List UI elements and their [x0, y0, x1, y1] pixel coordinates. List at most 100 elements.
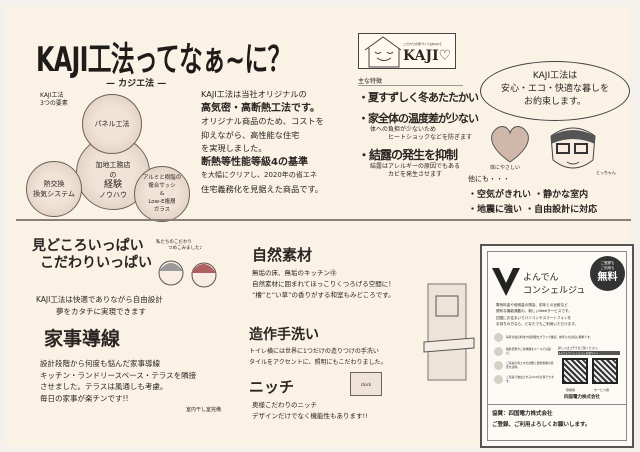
yonden-concierge-ad: よんでんコンシェルジュ ご登録もご利用も無料 電気料金や使用量の照会、前年との比…: [480, 244, 634, 448]
circle-ventilation: 熱交換換気システム: [26, 161, 82, 217]
others-row: ・空気がきれい ・静かな室内: [468, 187, 588, 200]
washbasin-illustration-icon: [423, 283, 475, 381]
features-label: 主な特徴: [358, 76, 463, 86]
eco-icon: [494, 360, 503, 370]
heart-icon: [491, 125, 529, 163]
circle-text: Low-E複層: [148, 199, 176, 205]
circle-text: パネル工法: [94, 120, 130, 128]
washbasin-line: タイルをアクセントに、照明にもこだわりました。: [249, 359, 387, 366]
housework-heading: 家事導線: [44, 328, 121, 350]
housework-line: 設計段階から何度も悩んだ家事導線: [40, 359, 160, 368]
ad-description: 電気料金や使用量の照会、前年との比較など便利な機能満載の、新しいWebサービスで…: [496, 302, 578, 327]
intro-line: を実現しました。: [201, 143, 267, 153]
housework-line: させました。テラスは風通しも考慮。: [40, 382, 168, 391]
circle-text: 換気システム: [33, 190, 75, 198]
couple-illustration-icon: [158, 260, 217, 288]
others-item: ・自由設計に対応: [525, 205, 598, 215]
qr-header: 詳しくはコチラをご覧ください。: [558, 346, 600, 350]
subtitle: — カジエ法 —: [106, 79, 167, 89]
elements-label-line: KAJI工法: [40, 92, 64, 99]
clock-label: clock: [360, 382, 372, 387]
natural-line: “檜”と“い草”の香りがする和室もみどころです。: [252, 291, 395, 299]
free-badge: ご登録もご利用も無料: [590, 256, 625, 291]
intro-line: KAJI工法は当社オリジナルの: [201, 89, 307, 99]
ad-brand-line: よんでん: [523, 273, 559, 283]
circle-text: 経験: [103, 180, 122, 190]
page-title: KAJI工法ってなぁ~に？: [36, 40, 291, 80]
washbasin-text: トイレ横には世界に1つだけの造りつけの手洗いタイルをアクセントに、照明にもこだわ…: [249, 346, 387, 368]
ad-divider: [488, 404, 626, 405]
section-divider: [16, 219, 631, 221]
feature-item: ・家全体の温度差が少ない: [358, 112, 479, 125]
highlights-heading: 見どころいっぱいこだわりいっぱい: [32, 238, 152, 272]
ad-desc-line: お持ちの方なら、どなたでもご利用いただけます。: [496, 321, 579, 326]
natural-heading: 自然素材: [252, 246, 313, 264]
niche-text: 奥様こだわりのニッチデザインだけでなく機能性もあります!!: [252, 400, 368, 422]
logo-tagline: こだわりの家づくりはKAJIで: [403, 42, 442, 46]
ad-company: 四国電力株式会社: [564, 395, 600, 400]
niche-line: デザインだけでなく機能性もあります!!: [252, 412, 368, 420]
highlights-caption: 私たちのこだわりつめこみました♪: [156, 240, 202, 252]
intro-line: 高気密・高断熱工法です。: [201, 102, 320, 114]
washbasin-heading: 造作手洗い: [249, 327, 319, 343]
natural-line: 無垢の床、無垢のキッチン㊥: [252, 269, 337, 277]
ad-feature-text: ご家庭の省エネの診断と節約金額の目安を試算。: [506, 361, 554, 369]
housework-line: 毎日の家事が楽チンです!!: [40, 393, 129, 403]
ad-feature-list: 毎月の電気料金や使用量をグラフで確認。前年との比較も簡単です。 検針結果やご請求…: [494, 330, 624, 386]
ad-feature: 検針結果やご請求額をメールでお届け。: [494, 344, 554, 358]
feature-item: ・夏すずしく冬あたたかい: [358, 91, 479, 104]
speech-bubble: KAJI工法は安心・エコ・快適な暮しをお約束します。: [480, 61, 630, 121]
ad-feature: ご家庭で放出されるCO2の計算できます。: [494, 372, 554, 386]
ad-feature-text: 検針結果やご請求額をメールでお届け。: [506, 347, 551, 355]
heading-line: こだわりいっぱい: [40, 255, 152, 271]
heading-line: 見どころいっぱい: [32, 238, 144, 254]
intro-line: を大幅にクリアし、2020年の省エネ: [201, 171, 317, 179]
character-name: とっちゃん: [596, 170, 616, 175]
highlights-text: 夢をカタチに実現できます: [56, 307, 146, 316]
character-face-icon: [550, 127, 596, 169]
feature-item: ・結露の発生を抑制: [358, 148, 458, 162]
caption-line: 私たちのこだわり: [156, 240, 192, 245]
house-face-icon: [364, 36, 402, 68]
elements-label-line: 3つの要素: [40, 100, 68, 107]
graph-icon: [494, 332, 503, 342]
ad-feature-text: ご家庭で放出されるCO2の計算できます。: [506, 375, 554, 383]
circle-sash: アルミと樹脂の複合サッシ&Low-E複層ガラス: [134, 166, 190, 222]
co2-icon: [494, 374, 503, 384]
circle-text: 熱交換: [43, 180, 65, 188]
subtitle-text: カジエ法: [118, 79, 155, 89]
feature-note: カビを発生させます: [388, 171, 443, 178]
qr-code-service[interactable]: [592, 358, 618, 384]
bubble-line: KAJI工法は: [532, 71, 578, 81]
qr-label: サービス用: [594, 388, 610, 392]
ad-desc-line: 便利な機能満載の、新しいWebサービスです。: [496, 309, 572, 314]
bubble-line: お約束します。: [523, 97, 587, 107]
washbasin-line: トイレ横には世界に1つだけの造りつけの手洗い: [249, 348, 379, 355]
ad-desc-line: 電気料金や使用量の照会、前年との比較など: [496, 303, 568, 307]
qr-code-registration[interactable]: [562, 358, 588, 384]
circle-text: の: [109, 171, 117, 179]
ad-brand-line: コンシェルジュ: [523, 286, 586, 296]
laundry-caption: 室内干し室完備: [186, 407, 222, 413]
niche-illustration: clock: [350, 372, 382, 396]
features: 主な特徴 ・夏すずしく冬あたたかい ・家全体の温度差が少ない 体への負担が少ない…: [358, 76, 479, 179]
others-item: ・静かな室内: [534, 190, 589, 200]
feature-note: 結露はアレルギーの原因でもある: [370, 163, 461, 170]
housework-line: キッチン・ランドリースペース・テラスを隣接: [40, 370, 197, 380]
qr-subheader: よんでんコンシェルジュ 新規サイト: [558, 351, 620, 355]
caption-line: つめこみました♪: [168, 246, 203, 251]
intro-line: 断熱等性能等級4の基準: [201, 156, 308, 168]
circle-text: &: [159, 191, 165, 197]
natural-text: 無垢の床、無垢のキッチン㊥自然素材に囲まれてほっこりくつろげる空間に！“檜”と“…: [252, 268, 395, 301]
feature-note: ヒートショックなどを防ぎます: [388, 134, 473, 141]
highlights-text: KAJI工法は快適でありながら自由設計: [36, 295, 163, 304]
bubble-line: 安心・エコ・快適な暮しを: [500, 84, 609, 94]
badge-line: ご利用も: [600, 266, 615, 270]
ad-desc-line: 四国にお住まいでパソコンやスマートフォンを: [496, 315, 572, 320]
badge-line: ご登録も: [600, 261, 615, 265]
heart-caption: 体にやさしい: [490, 165, 521, 171]
circle-text: 複合サッシ: [148, 183, 176, 189]
housework-text: 設計段階から何度も悩んだ家事導線 キッチン・ランドリースペース・テラスを隣接 さ…: [40, 358, 196, 404]
